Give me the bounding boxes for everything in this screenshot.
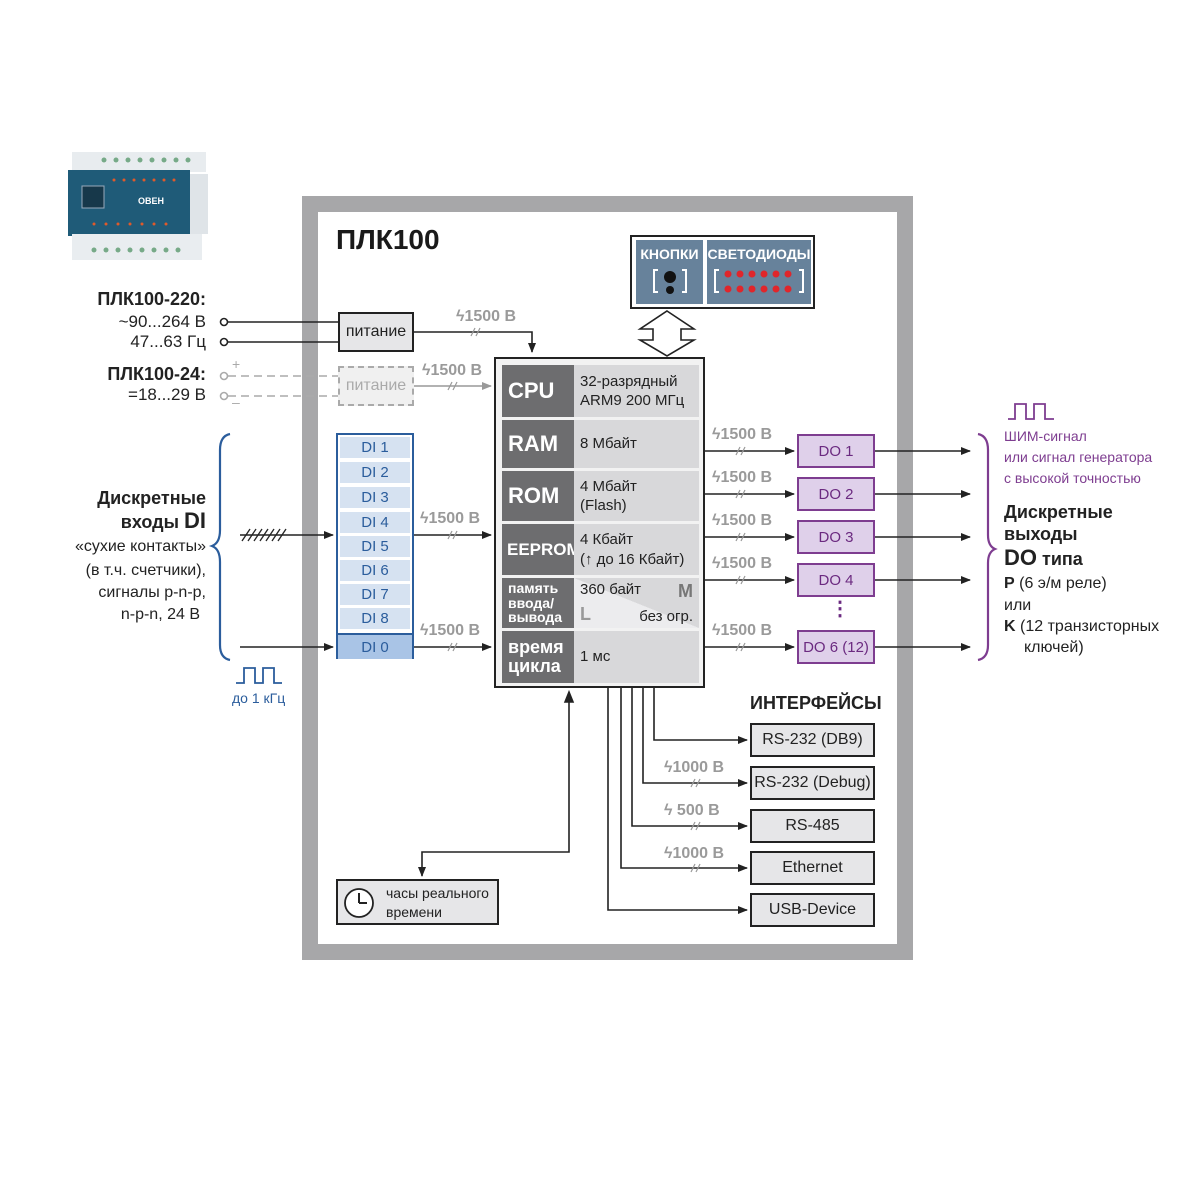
do-title-line2: выходы — [1004, 524, 1078, 544]
pulse-icon — [236, 667, 282, 684]
do-or: или — [1004, 597, 1032, 614]
lightning-icon: ϟ — [420, 622, 429, 639]
lightning-icon: ϟ — [456, 308, 465, 325]
di-channel: DI 2 — [340, 462, 410, 483]
power-220-label: ПЛК100-220: — [97, 289, 206, 309]
di-desc-1: «сухие контакты» — [74, 538, 206, 555]
terminal-icon — [219, 317, 229, 327]
lightning-icon: ϟ — [712, 555, 721, 572]
power-220-frequency: 47...63 Гц — [130, 332, 206, 351]
do-channel: DO 1 — [797, 434, 875, 468]
do-title-line1: Дискретные — [1004, 502, 1113, 522]
pwm-note-2: или сигнал генератора — [1004, 449, 1153, 465]
di-channel: DI 5 — [340, 536, 410, 557]
di-block: DI 1 DI 2 DI 3 DI 4 DI 5 DI 6 DI 7 DI 8 … — [336, 433, 414, 659]
lightning-icon: ϟ — [664, 802, 673, 819]
interfaces-title: ИНТЕРФЕЙСЫ — [750, 693, 882, 713]
isolation-do: ϟ1500 В — [712, 555, 773, 572]
core-row-ram: RAM 8 Мбайт — [502, 420, 699, 468]
do-type-k: K (12 транзисторных — [1004, 618, 1160, 635]
interface-ethernet: Ethernet — [750, 851, 875, 885]
di-title-line1: Дискретные — [97, 488, 206, 508]
power-supply-block: питание — [338, 312, 414, 352]
di-channel: DI 6 — [340, 560, 410, 581]
interface-rs232-debug: RS-232 (Debug) — [750, 766, 875, 800]
isolation-di-fast: ϟ1500 В — [420, 622, 481, 639]
power-24-label: ПЛК100-24: — [107, 364, 206, 384]
do-channel: DO 4 — [797, 563, 875, 597]
leds-block: СВЕТОДИОДЫ — [707, 240, 811, 304]
do-channel: DO 3 — [797, 520, 875, 554]
isolation-di: ϟ1500 В — [420, 510, 481, 527]
lightning-icon: ϟ — [420, 510, 429, 527]
terminal-icon — [219, 337, 229, 347]
lightning-icon: ϟ — [664, 845, 673, 862]
isolation-do: ϟ1500 В — [712, 622, 773, 639]
isolation-do: ϟ1500 В — [712, 512, 773, 529]
power-supply-block-24v: питание — [338, 366, 414, 406]
bus-hatch-icon — [241, 528, 287, 542]
power-24-plus: + — [232, 356, 241, 372]
di-channel: DI 4 — [340, 512, 410, 533]
do-title-line3: DO типа — [1004, 545, 1083, 570]
power-24-minus: – — [232, 394, 240, 410]
hmi-panel: КНОПКИ СВЕТОДИОДЫ — [630, 235, 815, 309]
do-type-p: P (6 э/м реле) — [1004, 575, 1107, 592]
lightning-icon: ϟ — [712, 622, 721, 639]
do-channel: DO 6 (12) — [797, 630, 875, 664]
isolation-do: ϟ1500 В — [712, 426, 773, 443]
isolation-ethernet: ϟ1000 В — [664, 845, 725, 862]
isolation-do: ϟ1500 В — [712, 469, 773, 486]
di-channel: DI 1 — [340, 437, 410, 458]
isolation-rs232-debug: ϟ1000 В — [664, 759, 725, 776]
di-channel: DI 7 — [340, 584, 410, 605]
power-24-voltage: =18...29 В — [128, 385, 206, 404]
core-row-rom: ROM 4 Мбайт(Flash) — [502, 471, 699, 521]
power-220-voltage: ~90...264 В — [118, 312, 206, 331]
lightning-icon: ϟ — [712, 512, 721, 529]
isolation-rs485: ϟ 500 В — [664, 802, 720, 819]
di-brace — [208, 432, 231, 662]
core-row-eeprom: EEPROM 4 Кбайт(↑ до 16 Кбайт) — [502, 524, 699, 575]
do-channel: DO 2 — [797, 477, 875, 511]
diagram-title: ПЛК100 — [336, 224, 440, 255]
di-channel: DI 3 — [340, 487, 410, 508]
di-desc-4: n-p-n, 24 В — [120, 606, 200, 623]
di-desc-2: (в т.ч. счетчики), — [85, 562, 206, 579]
do-ellipsis: ⋮ — [830, 598, 850, 620]
di-channel-fast: DI 0 — [338, 633, 412, 659]
hmi-bidirectional-arrow — [637, 310, 697, 357]
isolation-power-24v: ϟ1500 В — [422, 362, 483, 379]
interface-usb-device: USB-Device — [750, 893, 875, 927]
rtc-block: часы реального времени — [336, 879, 499, 925]
buttons-icon — [652, 269, 687, 294]
buttons-block: КНОПКИ — [636, 240, 703, 304]
di-desc-3: сигналы p-n-p, — [98, 584, 206, 601]
lightning-icon: ϟ — [712, 469, 721, 486]
core-row-cycle-time: время цикла 1 мс — [502, 631, 699, 683]
lightning-icon: ϟ — [422, 362, 431, 379]
pwm-note-3: с высокой точностью — [1004, 470, 1141, 486]
leds-icon — [714, 269, 804, 293]
lightning-icon: ϟ — [712, 426, 721, 443]
di-channel: DI 8 — [340, 608, 410, 629]
pwm-note-1: ШИМ-сигнал — [1004, 428, 1087, 444]
svg-text:ОВЕН: ОВЕН — [138, 196, 164, 206]
pwm-pulse-icon — [1008, 403, 1054, 420]
device-photo: ОВЕН — [64, 148, 214, 266]
isolation-power: ϟ1500 В — [456, 308, 517, 325]
di-fast-note: до 1 кГц — [232, 690, 286, 706]
interface-rs232-db9: RS-232 (DB9) — [750, 723, 875, 757]
do-type-k-2: ключей) — [1024, 639, 1084, 656]
clock-icon — [344, 888, 374, 918]
di-title-line2: входы DI — [120, 508, 206, 533]
core-row-io-memory: память ввода/ вывода 360 байт M L без ог… — [502, 578, 699, 628]
interface-rs485: RS-485 — [750, 809, 875, 843]
lightning-icon: ϟ — [664, 759, 673, 776]
do-brace — [977, 432, 998, 662]
